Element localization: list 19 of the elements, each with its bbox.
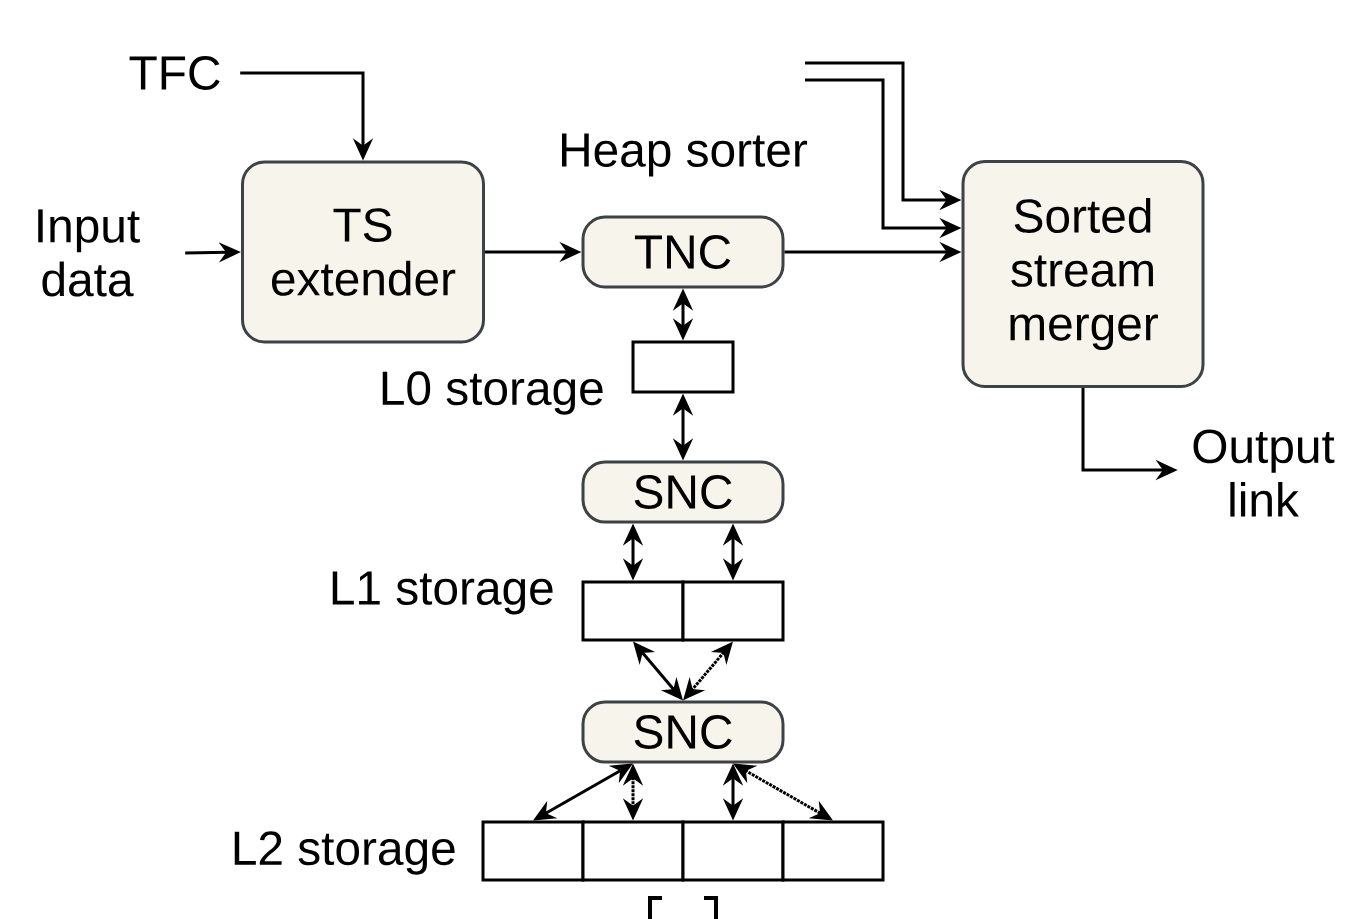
storage-cell (681, 580, 785, 642)
storage-label: L0 storage (382, 371, 603, 415)
process-box: TNC (581, 215, 785, 289)
process-box: SNC (581, 700, 785, 764)
storage-label: L2 storage (234, 831, 455, 875)
text-label: TFC (129, 56, 220, 90)
heading-label: Heap sorter (562, 133, 808, 177)
process-box: TS extender (241, 160, 485, 344)
text-label: Output link (1193, 429, 1335, 517)
storage-cell (581, 580, 685, 642)
storage-cell (481, 820, 585, 882)
text-label: Input data (38, 209, 140, 297)
process-box: SNC (581, 460, 785, 524)
storage-label: L1 storage (332, 571, 553, 615)
storage-cell (681, 820, 785, 882)
process-box: Sorted stream merger (961, 160, 1205, 388)
storage-cell (581, 820, 685, 882)
storage-cell (631, 340, 735, 394)
storage-cell (781, 820, 885, 882)
